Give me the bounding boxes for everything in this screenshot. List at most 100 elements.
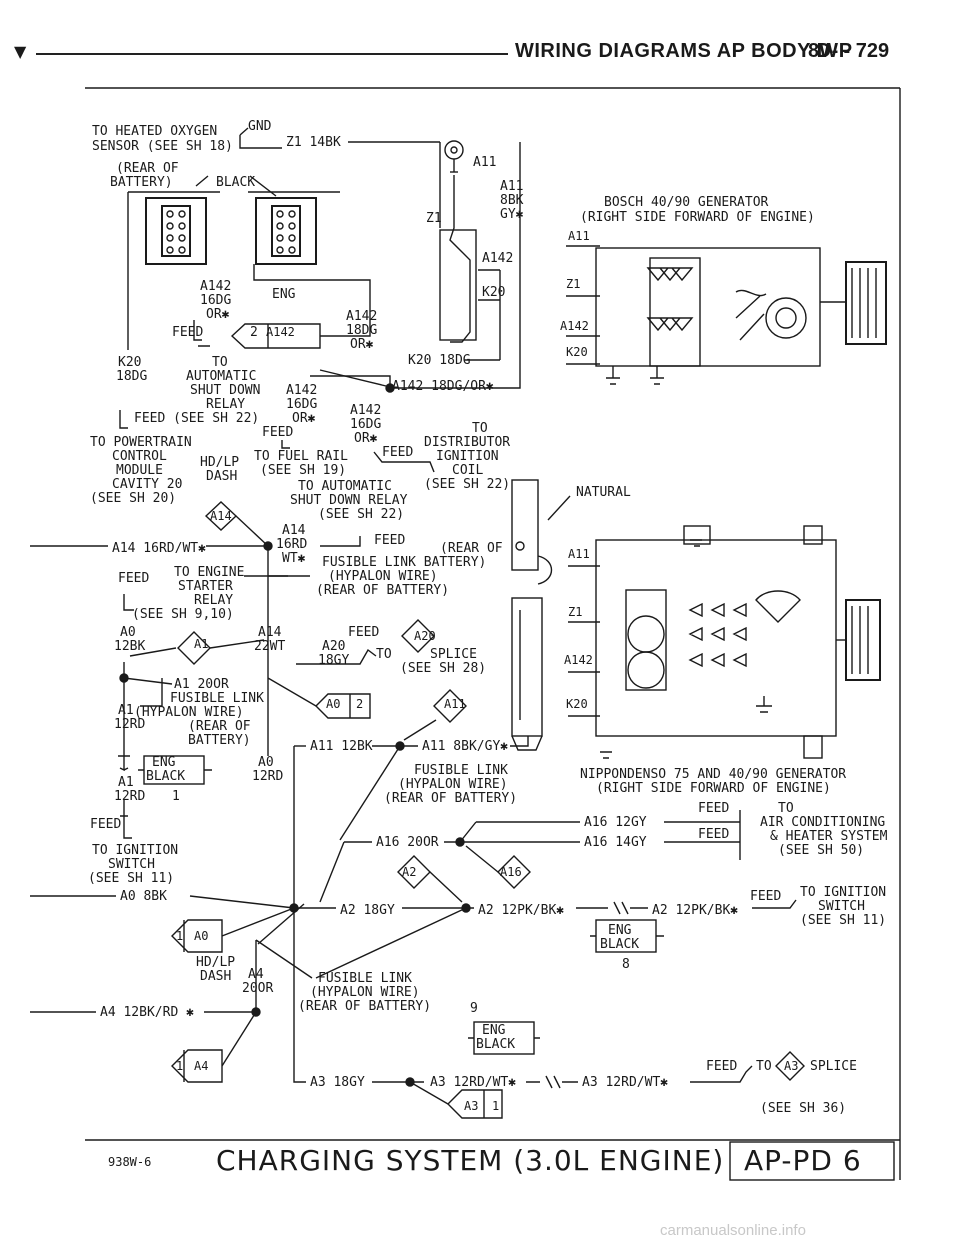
label-asd-1: TO [212,355,228,370]
label-a16-14gy: A16 14GY [584,835,647,850]
leader-hdlp [257,903,305,945]
label-z1-14bk: Z1 14BK [286,135,341,150]
bosch-generator [566,245,887,385]
label-fl3-1: FUSIBLE LINK [414,763,508,778]
label-pcm-5: (SEE SH 20) [90,491,176,506]
label-hdlp2-1: HD/LP [196,955,235,970]
wire-a16-12gy [459,821,580,843]
label-a142-m1: A142 [286,383,317,398]
label-ign-left-1: TO IGNITION [92,843,178,858]
label-asd2-1: TO AUTOMATIC [298,479,392,494]
leader-asd [319,369,387,387]
wire-a142-18dg [253,264,371,337]
label-a20-1: A20 [322,639,345,654]
label-dist-4: COIL [452,463,483,478]
nippondenso-generator [568,525,881,759]
label-starter-3: RELAY [194,593,233,608]
fuse-block [439,229,477,341]
label-a3-18gy: A3 18GY [310,1075,365,1090]
label-hdlp2-2: DASH [200,969,231,984]
label-fl-rear-4: (REAR OF BATTERY) [316,583,449,598]
label-ign-left-3: (SEE SH 11) [88,871,174,886]
label-nippon-1: NIPPONDENSO 75 AND 40/90 GENERATOR [580,767,846,782]
label-a1-12rd-1: A1 [118,703,134,718]
label-a14-22wt-2: 22WT [254,639,285,654]
label-a11-12bk: A11 12BK [310,739,373,754]
label-a16-diamond: A16 [500,865,522,879]
label-a142-m3: OR✱ [292,411,316,426]
connector-a16 [497,855,531,889]
label-ign-left-2: SWITCH [108,857,155,872]
label-a1b-2: 12RD [114,789,145,804]
bosch-a142: A142 [560,319,589,333]
bosch-z1: Z1 [566,277,580,291]
header-marker: ▼ [14,42,27,61]
label-pcm-2: CONTROL [112,449,167,464]
label-a11-8bk-2: 8BK [500,193,524,208]
feed-mark-4 [373,451,435,473]
label-bosch-2: (RIGHT SIDE FORWARD OF ENGINE) [580,210,815,225]
label-a0-12rd-2: 12RD [252,769,283,784]
label-asd-3: SHUT DOWN [190,383,260,398]
label-ac-to: TO [778,801,794,816]
feed-mark-3 [281,440,290,449]
label-starter-1: TO ENGINE [174,565,244,580]
label-ac-3: (SEE SH 50) [778,843,864,858]
label-eng-black-num: 1 [172,789,180,804]
bosch-a11: A11 [568,229,590,243]
label-eng: ENG [272,287,296,302]
label-ign2-3: (SEE SH 11) [800,913,886,928]
wire-a14-feed [320,536,361,547]
label-rear-batt-1: (REAR OF [116,161,179,176]
label-fl2-1: FUSIBLE LINK [170,691,264,706]
label-a142-r3: OR✱ [354,431,378,446]
label-a142-m2: 16DG [286,397,317,412]
connector-a0-2 [315,693,371,719]
arrow-a1 [118,755,130,772]
label-eng-black2-1: ENG [608,923,632,938]
label-heated-o2-2: SENSOR (SEE SH 18) [92,139,233,154]
label-asd-4: RELAY [206,397,245,412]
label-eng-black3-2: BLACK [476,1037,515,1052]
label-feed-see22: FEED (SEE SH 22) [134,411,259,426]
footer-code: 938W-6 [108,1155,151,1169]
label-fl4-1: FUSIBLE LINK [318,971,412,986]
label-a0-8bk: A0 8BK [120,889,167,904]
label-a142-r1: A142 [350,403,381,418]
label-dist-3: IGNITION [436,449,499,464]
connector-left [145,197,207,265]
label-ign2-2: SWITCH [818,899,865,914]
label-a16-20or: A16 20OR [376,835,439,850]
label-k20-18dg: K20 18DG [408,353,471,368]
wire-a11-diamond [403,719,437,741]
nd-a142: A142 [564,653,593,667]
label-feed-m: FEED [262,425,293,440]
footer-caption: CHARGING SYSTEM (3.0L ENGINE) [216,1144,724,1177]
label-a2-12pk-b: A2 12PK/BK✱ [652,903,738,918]
label-splice-3: (SEE SH 28) [400,661,486,676]
connector-a20 [401,619,435,653]
label-fl4-3: (REAR OF BATTERY) [298,999,431,1014]
label-a3-splice: SPLICE [810,1059,857,1074]
ring-terminal-a11 [444,140,464,173]
wire-a2-diag2 [315,907,467,979]
label-gnd: GND [248,119,272,134]
label-a142-16dg-1: A142 [200,279,231,294]
connector-a3 [775,1051,805,1081]
wire-a3-feed [690,1065,753,1083]
feed-mark-2 [119,410,128,429]
watermark: carmanualsonline.info [660,1222,806,1239]
fuse-body [439,142,471,343]
label-a14-n2: 16RD [276,537,307,552]
label-ac-2: & HEATER SYSTEM [770,829,888,844]
label-a0-12bk-2: 12BK [114,639,145,654]
label-a142-18dg-1: A142 [346,309,377,324]
label-fuelrail-2: (SEE SH 19) [260,463,346,478]
label-feed-1: FEED [172,325,203,340]
label-a11-8bk-1: A11 [500,179,523,194]
wire-a0-right [267,640,317,756]
label-a11-8bkgy: A11 8BK/GY✱ [422,739,508,754]
wire-a0-a1 [129,639,265,657]
label-k20-left-2: 18DG [116,369,147,384]
